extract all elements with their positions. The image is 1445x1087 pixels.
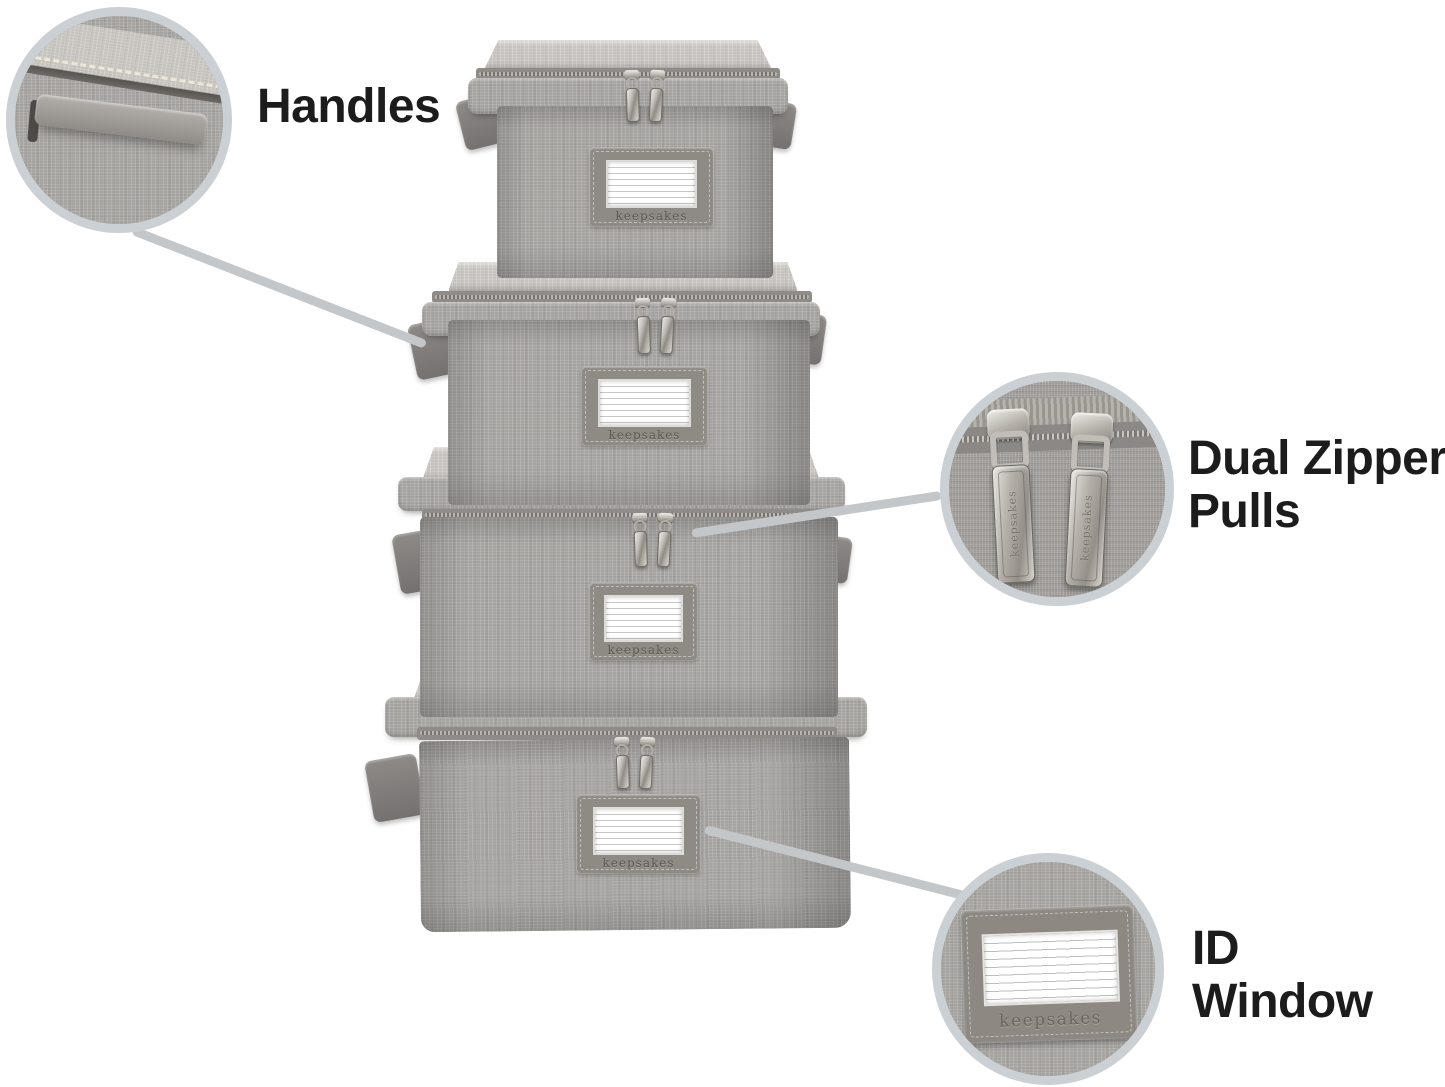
- idwindow-detail-fabric: keepsakes: [941, 862, 1155, 1076]
- id-window-frame-detail: keepsakes: [960, 905, 1138, 1043]
- box-lid-top: [484, 40, 772, 70]
- dual-zipper-pulls-icon: [614, 736, 656, 790]
- id-window-frame: keepsakes: [582, 367, 707, 445]
- zipper-detail-fabric: keepsakes keepsakes: [949, 381, 1165, 597]
- zipper-tape: [417, 727, 837, 740]
- zipper-pull-tab: keepsakes: [1064, 468, 1109, 588]
- handles-callout-circle: [6, 7, 232, 233]
- zipper-tape: [432, 291, 812, 303]
- handles-label-text: Handles: [257, 80, 441, 133]
- id-card: [592, 807, 685, 856]
- dual-zipper-pulls-label: Dual Zipper Pulls: [1188, 432, 1445, 538]
- handles-leader-line: [131, 226, 428, 349]
- zipper-pull-icon: [638, 736, 656, 790]
- id-window-frame: keepsakes: [590, 583, 697, 660]
- handles-label: Handles: [257, 80, 441, 133]
- zipper-pull-engraving: keepsakes: [1005, 490, 1022, 558]
- dual-zipper-label-line2: Pulls: [1188, 485, 1301, 538]
- zipper-pull-icon: [656, 512, 674, 568]
- zipper-pull-icon: [614, 736, 631, 790]
- idwindow-callout-circle: keepsakes: [932, 853, 1164, 1085]
- id-window-label-line1: ID: [1192, 922, 1240, 975]
- brand-label: keepsakes: [602, 856, 675, 870]
- brand-label: keepsakes: [607, 643, 680, 657]
- id-window-label-line2: Window: [1192, 975, 1373, 1028]
- id-window-frame: keepsakes: [577, 795, 700, 873]
- dual-zipper-pulls-icon: [632, 512, 674, 568]
- id-card: [598, 379, 691, 428]
- id-window-label: ID Window: [1192, 922, 1432, 1028]
- zipper-pull-tab: keepsakes: [991, 464, 1036, 584]
- zipper-pull-icon: [635, 297, 652, 355]
- dual-zipper-pulls-icon: [635, 297, 677, 355]
- dual-zipper-label-line1: Dual Zipper: [1188, 432, 1445, 485]
- zipper-pull-icon: [624, 69, 641, 123]
- zipper-pull-icon: [648, 69, 666, 123]
- dual-zipper-pulls-icon: [624, 69, 666, 123]
- brand-label: keepsakes: [615, 209, 688, 223]
- zipper-pull-icon: [659, 297, 677, 355]
- brand-label: keepsakes: [608, 428, 681, 442]
- zipper-pull-engraving: keepsakes: [1078, 494, 1095, 562]
- id-card: [605, 160, 698, 209]
- zipper-pull-icon: keepsakes: [1062, 412, 1114, 588]
- handle-detail-fabric: [15, 16, 223, 224]
- zipper-callout-circle: keepsakes keepsakes: [940, 372, 1174, 606]
- side-handle-icon: [364, 752, 426, 824]
- storage-box-small: keepsakes: [454, 40, 798, 278]
- lid-stitch-band: [15, 16, 223, 102]
- id-window-frame: keepsakes: [590, 148, 713, 226]
- id-card: [603, 595, 684, 643]
- brand-label-detail: keepsakes: [998, 1008, 1103, 1032]
- handle-strap-icon: [33, 93, 209, 146]
- id-card-detail: [981, 929, 1121, 1007]
- zipper-pull-icon: [632, 512, 649, 568]
- storage-box-medium: keepsakes: [406, 262, 828, 505]
